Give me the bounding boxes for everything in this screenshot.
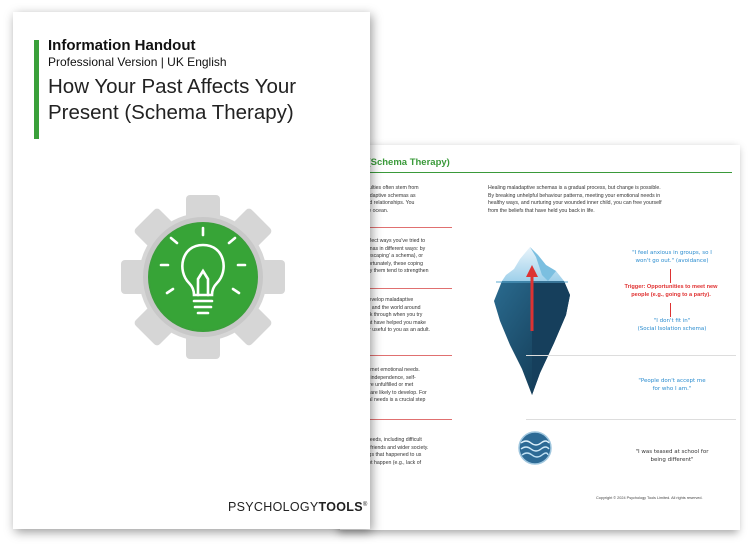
- copyright-notice: Copyright © 2024 Psychology Tools Limite…: [596, 496, 703, 500]
- divider: [340, 355, 452, 356]
- connector: [670, 303, 671, 317]
- handout-cover-page: Information Handout Professional Version…: [13, 12, 370, 529]
- right-paragraph: Healing maladaptive schemas is a gradual…: [488, 185, 662, 214]
- back-page-header: esent (Schema Therapy): [340, 157, 450, 168]
- handout-back-page: esent (Schema Therapy) ersonal difficult…: [340, 145, 740, 530]
- divider: [526, 355, 736, 356]
- iceberg-icon: [494, 247, 570, 395]
- accent-bar: [34, 40, 39, 139]
- lightbulb-gear-icon: [121, 195, 285, 359]
- handout-title: How Your Past Affects Your Present (Sche…: [48, 75, 297, 124]
- header-divider: [340, 172, 732, 173]
- divider: [340, 419, 452, 420]
- version-subheading: Professional Version | UK English: [48, 55, 227, 69]
- divider: [340, 288, 452, 289]
- connector: [670, 269, 671, 283]
- psychology-tools-logo: PSYCHOLOGYTOOLS®: [228, 500, 368, 514]
- left-paragraph-2: r life likely reflect ways you've tried …: [340, 238, 429, 275]
- handout-type-heading: Information Handout: [48, 37, 196, 54]
- divider: [340, 227, 452, 228]
- left-paragraph-4: arise from unmet emotional needs.y, belo…: [340, 367, 427, 404]
- quote-schema: "I don't fit in"(Social Isolation schema…: [637, 318, 707, 332]
- ocean-waves-icon: [518, 431, 552, 465]
- divider: [526, 419, 736, 420]
